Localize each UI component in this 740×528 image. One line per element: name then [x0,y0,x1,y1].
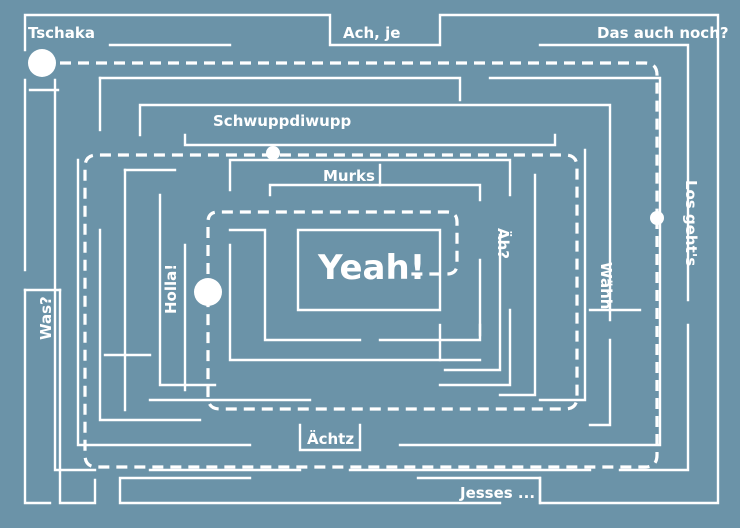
label-ach-je: Ach, je [343,24,400,42]
dashed-route-outer [42,61,659,218]
waypoint-dot-schwuppdiwupp [266,146,280,160]
label-schwuppdiwupp: Schwuppdiwupp [213,112,352,130]
label-murks: Murks [323,167,375,185]
label-was: Was? [37,296,55,340]
label-holla: Holla! [162,264,180,314]
label-los-gehts: Los geht's [682,180,700,266]
dashed-route-middle [83,153,659,469]
maze-walls [23,13,720,505]
label-tschaka: Tschaka [28,24,95,42]
maze-labels: Tschaka Ach, je Das auch noch? Schwuppdi… [28,24,729,502]
waypoint-dot-los-gehts [650,211,664,225]
label-jesses: Jesses ... [459,484,535,502]
label-aeh: Äh? [494,228,513,259]
dashed-route-inner [206,210,459,292]
label-waehh: Wähh [597,262,615,310]
waypoint-dot-holla [194,278,222,306]
maze-route [28,49,664,469]
label-aechtz: Ächtz [307,429,354,448]
label-yeah: Yeah! [317,248,425,288]
start-dot [28,49,56,77]
label-das-auch-noch: Das auch noch? [597,24,729,42]
